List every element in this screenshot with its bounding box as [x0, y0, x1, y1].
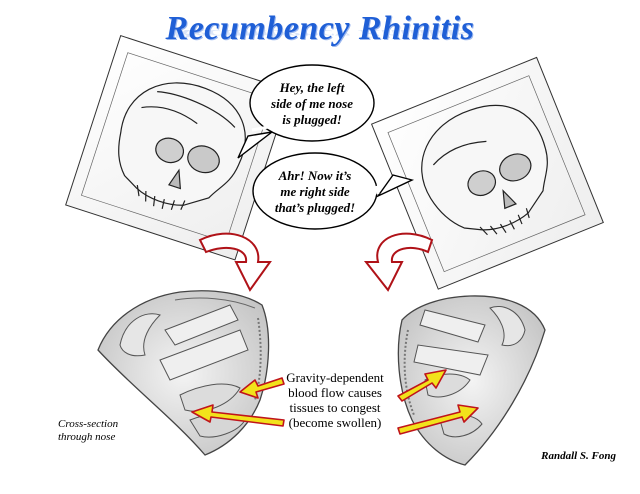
right-skull-panel	[370, 56, 604, 290]
pointer-arrow-left-upper	[239, 377, 285, 399]
author-credit: Randall S. Fong	[541, 450, 616, 462]
curved-arrow-right	[363, 232, 434, 292]
right-skull-drawing	[421, 104, 548, 236]
bubble-right-line-2: me right side	[280, 184, 350, 199]
caption-line-4: (become swollen)	[288, 415, 382, 430]
bubble-left-line-3: is plugged!	[282, 112, 342, 127]
pointer-arrow-right-lower	[397, 404, 479, 435]
speech-bubble-left-plug	[237, 64, 375, 159]
left-panel-inner-frame	[80, 52, 273, 243]
bubble-right-line-1: Ahr! Now it’s	[278, 168, 352, 183]
caption-line-1: Gravity-dependent	[286, 370, 384, 385]
bubble-left-line-2: side of me nose	[271, 96, 353, 111]
cross-section-label: Cross-section through nose	[58, 418, 118, 444]
left-skull-drawing	[118, 82, 246, 210]
bubble-right-line-3: that’s plugged!	[274, 200, 356, 215]
right-nasal-cross-section	[397, 295, 546, 466]
curved-arrow-left	[198, 232, 272, 292]
pointer-arrow-right-upper	[397, 369, 447, 402]
left-skull-panel	[65, 34, 291, 261]
bubble-left-line-1: Hey, the left	[279, 80, 345, 95]
pointer-arrow-left-lower	[191, 404, 285, 427]
side-note-line-2: through nose	[58, 431, 116, 443]
diagram-title: Recumbency Rhinitis	[165, 10, 475, 47]
side-note-line-1: Cross-section	[58, 418, 119, 430]
bubble-right-plug-text: Ahr! Now it’s me right side that’s plugg…	[255, 168, 375, 216]
right-panel-inner-frame	[387, 75, 586, 273]
left-nasal-cross-section	[97, 290, 270, 456]
speech-bubble-right-plug	[252, 152, 415, 230]
bubble-left-plug-text: Hey, the left side of me nose is plugged…	[252, 80, 372, 128]
caption-line-2: blood flow causes	[288, 385, 382, 400]
caption-line-3: tissues to congest	[289, 400, 381, 415]
gravity-caption: Gravity-dependent blood flow causes tiss…	[270, 370, 400, 430]
